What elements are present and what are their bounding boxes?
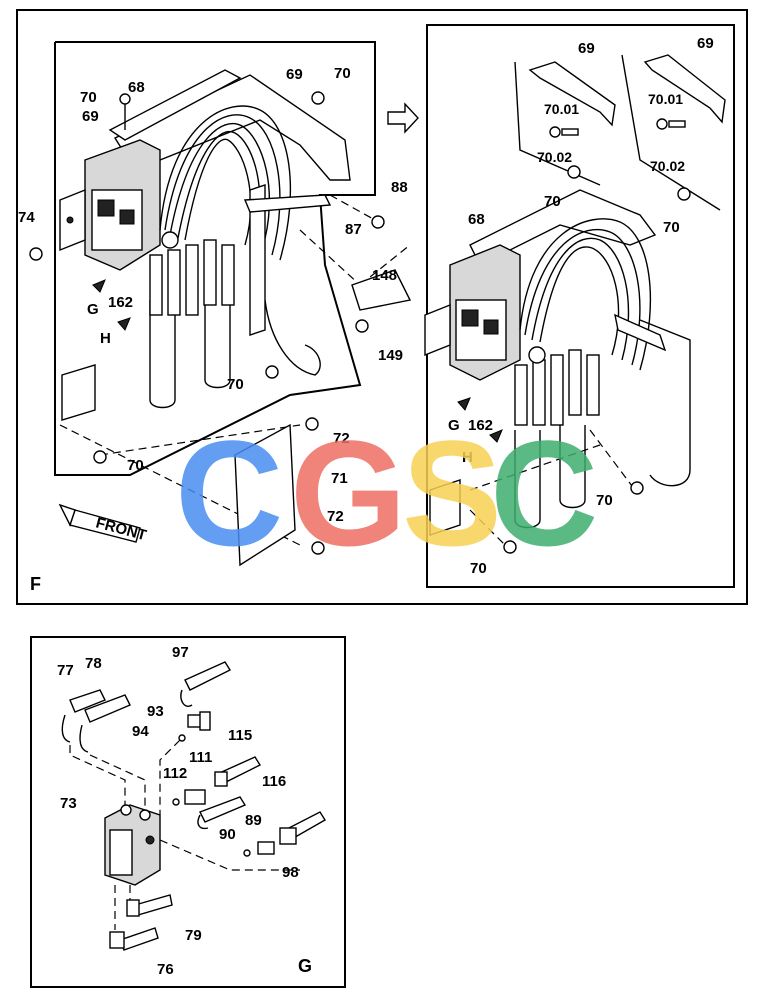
part-label: 162 <box>108 294 133 311</box>
part-label: 112 <box>163 765 187 782</box>
part-label: 70.01 <box>648 91 683 107</box>
part-label: 70.01 <box>544 101 579 117</box>
panel-f-left-labels: 70 68 69 69 70 74 162 88 87 148 149 70 7… <box>18 65 408 594</box>
view-g-marker-right-icon <box>457 397 471 411</box>
panel-g-frame <box>30 636 346 988</box>
front-arrow-icon: FRONT <box>58 503 148 544</box>
part-label: 116 <box>262 773 286 790</box>
panel-f-right-labels: 69 69 70.01 70.01 70.02 70.02 70 70 68 1… <box>448 35 714 577</box>
part-label: 115 <box>228 727 252 744</box>
view-h-marker-right-icon <box>489 429 503 443</box>
part-label: 79 <box>185 927 202 944</box>
watermark-letter-g: G <box>290 409 407 577</box>
part-label: 72 <box>333 430 350 447</box>
part-label: 70 <box>663 219 680 236</box>
part-label: 78 <box>85 655 102 672</box>
part-label: 71 <box>331 470 348 487</box>
transition-arrow-icon <box>387 102 419 134</box>
part-label: 70 <box>127 457 144 474</box>
part-label: 70 <box>227 376 244 393</box>
part-label: 70 <box>544 193 561 210</box>
part-label: 74 <box>18 209 35 226</box>
part-label: 89 <box>245 812 262 829</box>
part-label: 69 <box>286 66 303 83</box>
panel-g-letter: G <box>298 956 312 976</box>
part-label: 98 <box>282 864 299 881</box>
panel-f-letter: F <box>30 574 41 594</box>
part-label: 68 <box>468 211 485 228</box>
part-label: 70 <box>596 492 613 509</box>
part-label: 90 <box>219 826 236 843</box>
watermark-letter-c: C <box>175 409 283 577</box>
part-label: 69 <box>697 35 714 52</box>
right-assembly <box>424 54 726 546</box>
front-label: FRONT <box>94 514 148 544</box>
part-label: 94 <box>132 723 149 740</box>
panel-f: FRONT <box>16 9 748 605</box>
view-g-marker-icon <box>92 279 106 293</box>
part-label: 77 <box>57 662 74 679</box>
part-label: 97 <box>172 644 189 661</box>
part-label: 111 <box>189 749 212 766</box>
panel-g: 97 77 78 93 94 115 111 112 116 73 89 90 … <box>30 636 346 988</box>
right-bolts <box>503 118 691 554</box>
part-label: 88 <box>391 179 408 196</box>
view-g-label: G <box>87 301 99 318</box>
view-h-label: H <box>100 330 111 347</box>
watermark-letter-s: S <box>402 409 502 577</box>
part-label: 69 <box>82 108 99 125</box>
part-label: 93 <box>147 703 164 720</box>
view-h-label-right: H <box>462 449 473 466</box>
part-label: 70.02 <box>537 149 572 165</box>
part-label: 162 <box>468 417 493 434</box>
part-label: 70 <box>80 89 97 106</box>
watermark-letter-c2: C <box>490 409 598 577</box>
part-label: 70 <box>334 65 351 82</box>
view-h-marker-icon <box>117 317 131 331</box>
panel-g-labels: 97 77 78 93 94 115 111 112 116 73 89 90 … <box>57 644 312 978</box>
part-label: 70 <box>470 560 487 577</box>
exploded-view-frame <box>426 24 735 588</box>
part-label: 69 <box>578 40 595 57</box>
part-label: 148 <box>372 267 397 284</box>
part-label: 70.02 <box>650 158 685 174</box>
panel-f-frame <box>16 9 748 605</box>
part-label: 73 <box>60 795 77 812</box>
left-assembly <box>54 41 412 567</box>
view-g-label-right: G <box>448 417 460 434</box>
part-label: 76 <box>157 961 174 978</box>
left-bolts <box>29 91 385 555</box>
part-label: 72 <box>327 508 344 525</box>
watermark: C G S C <box>175 409 598 577</box>
part-label: 149 <box>378 347 403 364</box>
part-label: 68 <box>128 79 145 96</box>
part-label: 87 <box>345 221 362 238</box>
